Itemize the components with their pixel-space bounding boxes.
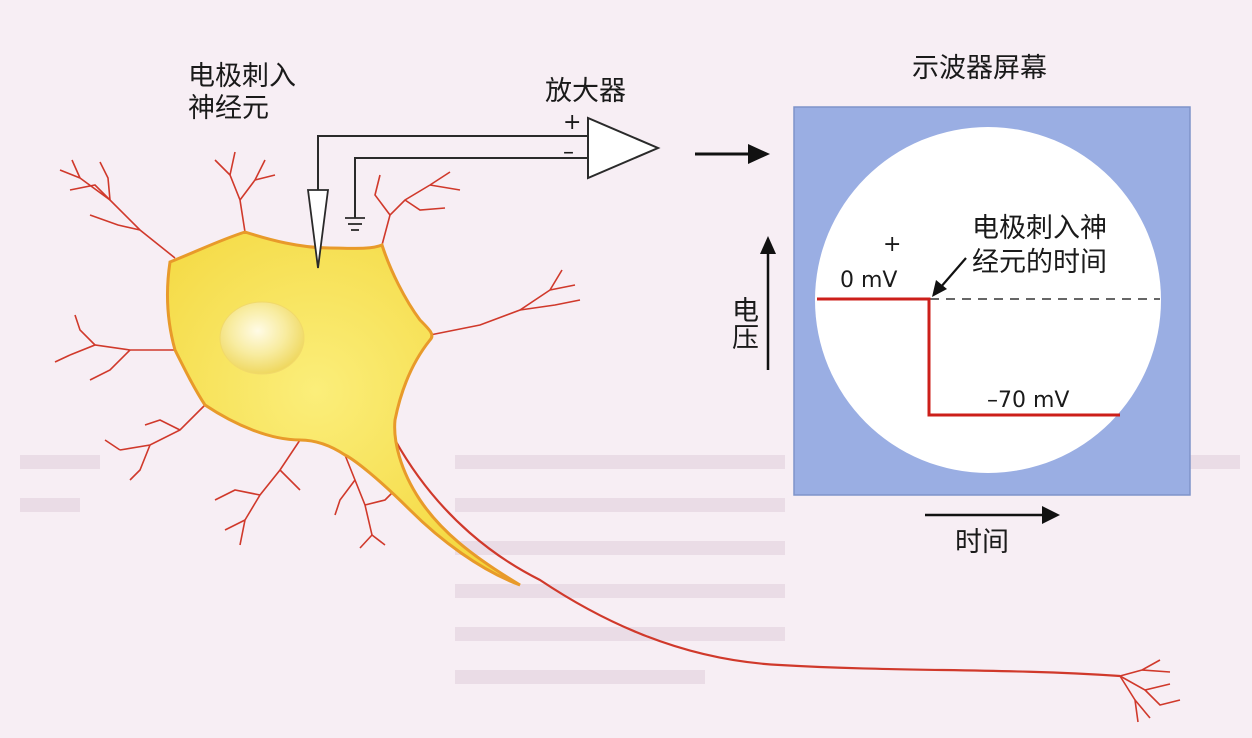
- voltage-axis-arrow-icon: [760, 236, 776, 370]
- axon: [394, 439, 1121, 678]
- time-axis-arrow-icon: [925, 506, 1060, 524]
- amplifier-triangle: [587, 116, 661, 180]
- amplifier-minus-sign: –: [563, 140, 574, 165]
- dendrites: [54, 151, 581, 549]
- resting-mv-label: –70 mV: [987, 388, 1070, 413]
- electrode-wires: [317, 135, 588, 218]
- electrode-label-line2: 神经元: [188, 93, 269, 124]
- nucleus: [219, 301, 305, 375]
- insertion-note-line1: 电极刺入神: [972, 213, 1107, 244]
- oscilloscope-face: [815, 127, 1161, 473]
- screen-plus-sign: +: [883, 232, 902, 257]
- oscilloscope-label: 示波器屏幕: [912, 53, 1047, 84]
- amplifier-plus-sign: +: [563, 110, 582, 135]
- note-arrow-icon: [932, 257, 967, 297]
- axon-terminals: [1119, 659, 1181, 723]
- membrane-potential-trace: [817, 297, 1120, 417]
- signal-arrow-icon: [695, 144, 770, 164]
- electrode-label-line1: 电极刺入: [188, 61, 296, 92]
- voltage-axis-label: 电压: [727, 296, 758, 350]
- insertion-note-line2: 经元的时间: [972, 247, 1107, 278]
- amplifier-label: 放大器: [545, 76, 626, 107]
- time-axis-label: 时间: [955, 527, 1009, 558]
- zero-mv-label: 0 mV: [840, 268, 898, 293]
- electrode-tip: [306, 189, 330, 269]
- ground-icon: [345, 217, 365, 231]
